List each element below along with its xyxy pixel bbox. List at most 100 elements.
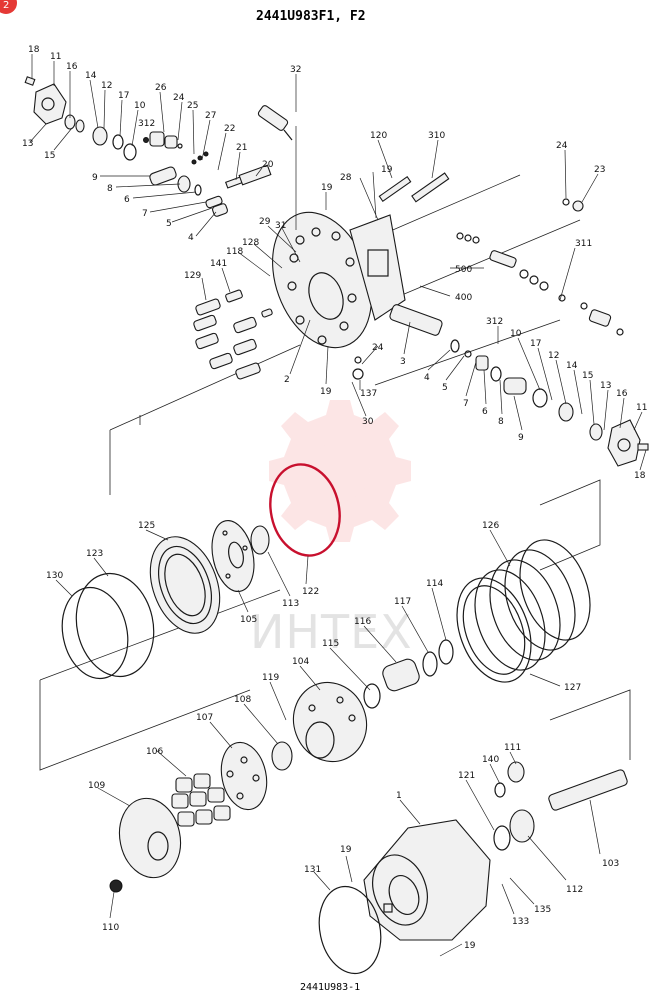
- callout: 18: [634, 471, 646, 481]
- callout: 5: [442, 383, 448, 393]
- callout: 19: [321, 183, 333, 193]
- callout: 11: [636, 403, 647, 413]
- callout: 19: [381, 165, 393, 175]
- output-shaft: [493, 761, 628, 851]
- callout: 8: [498, 417, 504, 427]
- callout: 30: [362, 417, 374, 427]
- callout: 114: [426, 579, 443, 589]
- callout: 6: [124, 195, 130, 205]
- callout: 4: [188, 233, 194, 243]
- motor-housing: [363, 819, 491, 941]
- callout-labels: 18 11 16 14 12 17 13 15 10 312 26 24 25 …: [22, 45, 647, 951]
- red-o-ring: [269, 463, 341, 557]
- callout: 17: [530, 339, 541, 349]
- spool-assembly: [352, 304, 649, 467]
- drawing-title: 2441U983F1, F2: [256, 9, 366, 24]
- callout: 10: [510, 329, 522, 339]
- callout: 115: [322, 639, 339, 649]
- callout: 6: [482, 407, 488, 417]
- piston-spring-cluster: [193, 289, 273, 380]
- callout: 29: [259, 217, 271, 227]
- callout: 15: [44, 151, 55, 161]
- callout: 129: [184, 271, 201, 281]
- callout: 4: [424, 373, 430, 383]
- callout: 120: [370, 131, 387, 141]
- callout: 119: [262, 673, 279, 683]
- callout: 19: [320, 387, 332, 397]
- valve-plate: [109, 797, 182, 893]
- long-bolts: [378, 172, 450, 203]
- large-o-ring: [318, 885, 382, 975]
- callout: 109: [88, 781, 105, 791]
- callout: 19: [340, 845, 352, 855]
- callout: 312: [138, 119, 155, 129]
- callout: 20: [262, 160, 274, 170]
- callout: 107: [196, 713, 213, 723]
- callout: 7: [142, 209, 148, 219]
- callout: 135: [534, 905, 551, 915]
- callout: 112: [566, 885, 583, 895]
- callout: 32: [290, 65, 301, 75]
- plug-spring-set: [92, 126, 272, 217]
- swash-plate: [220, 741, 268, 811]
- callout: 117: [394, 597, 411, 607]
- leader-lines: [29, 54, 647, 957]
- callout: 118: [226, 247, 243, 257]
- brake-piston: [211, 519, 270, 593]
- callout: 127: [564, 683, 581, 693]
- callout: 400: [455, 293, 472, 303]
- callout: 13: [22, 139, 33, 149]
- callout: 103: [602, 859, 619, 869]
- callout: 24: [556, 141, 568, 151]
- callout: 9: [518, 433, 524, 443]
- callout: 116: [354, 617, 371, 627]
- callout: 126: [482, 521, 499, 531]
- spring-and-washers: [363, 639, 454, 709]
- callout: 8: [107, 184, 113, 194]
- callout: 113: [282, 599, 299, 609]
- callout: 310: [428, 131, 445, 141]
- callout: 12: [101, 81, 112, 91]
- page-badge: 2: [0, 0, 17, 14]
- callout: 24: [372, 343, 384, 353]
- relief-valve: [257, 105, 293, 141]
- assembly-guide-lines: [39, 174, 631, 771]
- callout: 500: [455, 265, 472, 275]
- callout: 28: [340, 173, 352, 183]
- callout: 128: [242, 238, 259, 248]
- callout: 19: [464, 941, 476, 951]
- svg-text:2: 2: [3, 0, 9, 11]
- o-rings-large: [61, 572, 155, 680]
- watermark-text: ИНТЕХ: [250, 605, 413, 659]
- callout: 5: [166, 219, 172, 229]
- cylinder-block: [271, 681, 368, 771]
- callout: 131: [304, 865, 321, 875]
- callout: 14: [85, 71, 97, 81]
- callout: 22: [224, 124, 235, 134]
- callout: 26: [155, 83, 167, 93]
- callout: 2: [284, 375, 290, 385]
- callout: 31: [275, 221, 286, 231]
- callout: 141: [210, 259, 227, 269]
- callout: 140: [482, 755, 499, 765]
- callout: 13: [600, 381, 611, 391]
- callout: 137: [360, 389, 377, 399]
- callout: 106: [146, 747, 163, 757]
- left-end-cap: [24, 76, 85, 133]
- drain-plug: [562, 198, 584, 212]
- drawing-number: 2441U983-1: [300, 982, 360, 993]
- callout: 311: [575, 239, 592, 249]
- callout: 122: [302, 587, 319, 597]
- callout: 9: [92, 173, 98, 183]
- callout: 25: [187, 101, 198, 111]
- callout: 312: [486, 317, 503, 327]
- callout: 18: [28, 45, 40, 55]
- brake-housing-ring: [149, 536, 221, 634]
- callout: 14: [566, 361, 578, 371]
- callout: 27: [205, 111, 216, 121]
- callout: 111: [504, 743, 521, 753]
- callout: 17: [118, 91, 129, 101]
- callout: 110: [102, 923, 119, 933]
- callout: 21: [236, 143, 247, 153]
